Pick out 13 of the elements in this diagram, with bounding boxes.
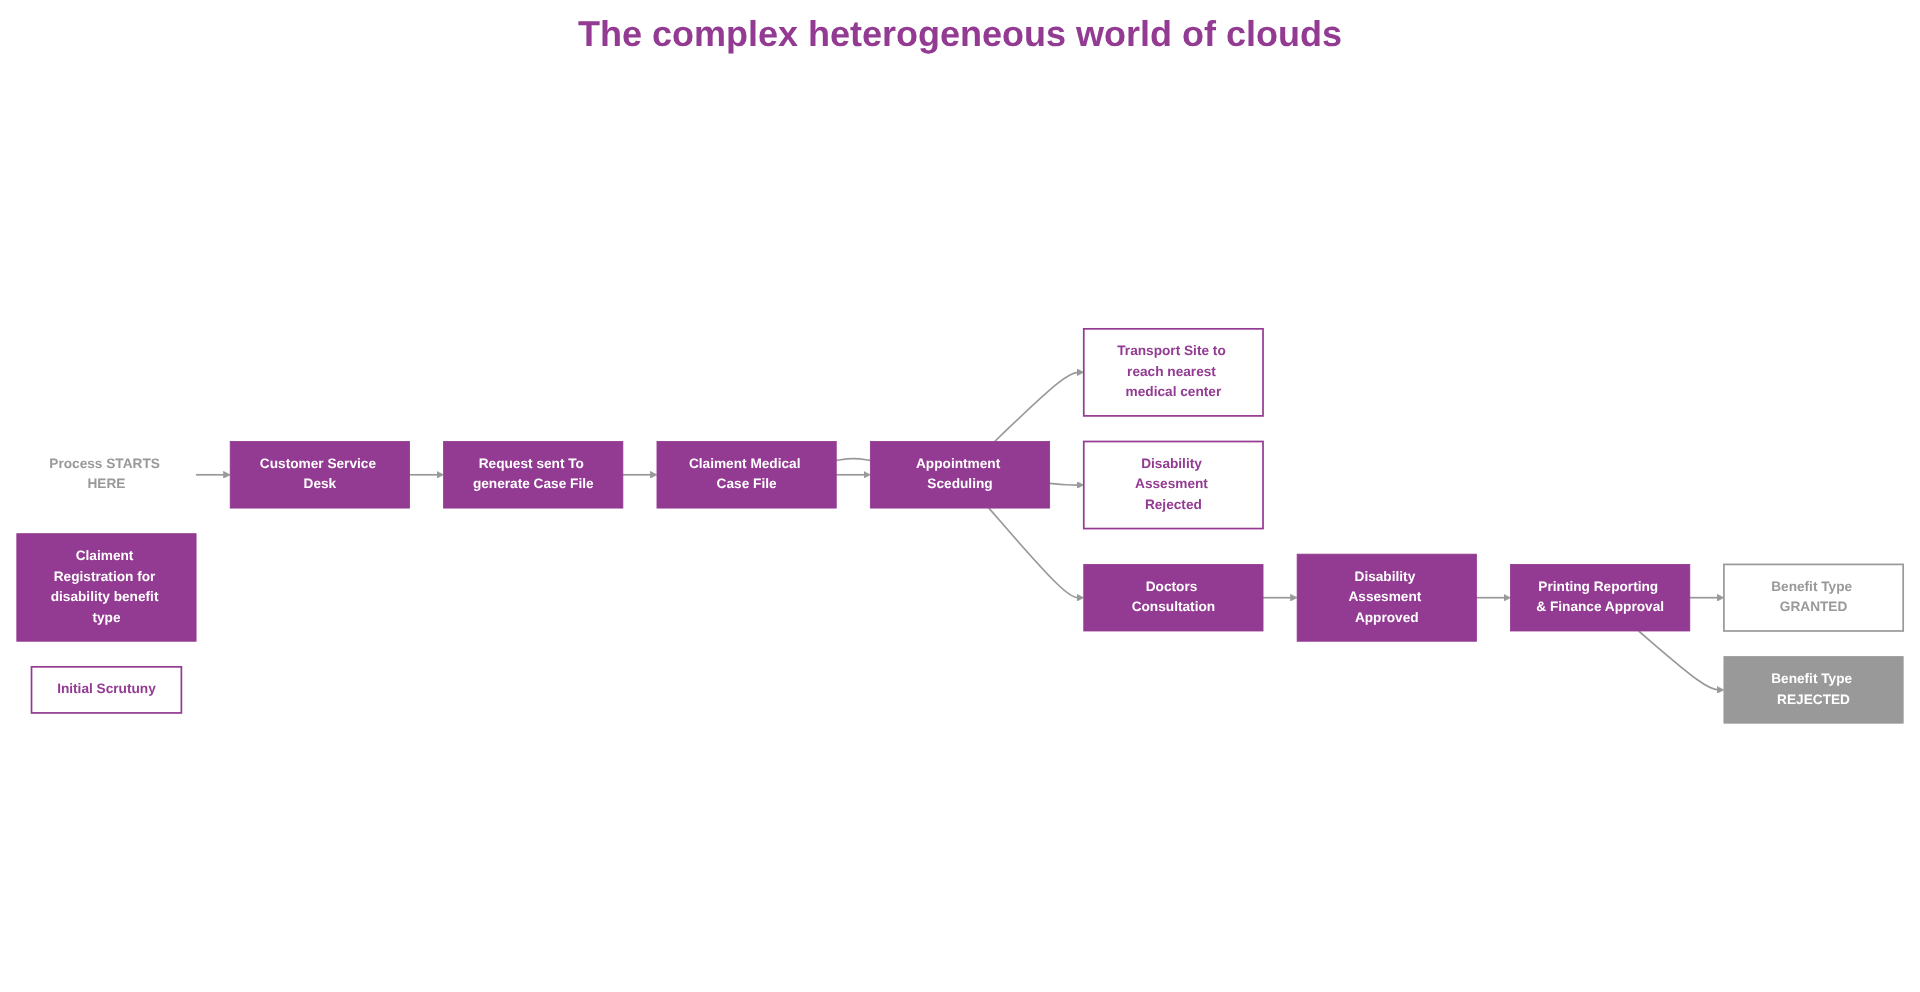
arrow — [1475, 593, 1511, 602]
arrow — [993, 368, 1085, 443]
arrow — [408, 471, 444, 479]
arrow — [1262, 593, 1298, 602]
arrow — [835, 471, 871, 479]
arrow — [1688, 593, 1725, 602]
connector — [835, 457, 872, 462]
arrow — [1048, 481, 1085, 489]
arrow — [195, 471, 231, 479]
arrow — [622, 471, 658, 479]
heading-note: The complex heterogeneous world of clouds — [577, 13, 1343, 55]
arrow — [1637, 630, 1725, 694]
arrow — [988, 507, 1085, 602]
